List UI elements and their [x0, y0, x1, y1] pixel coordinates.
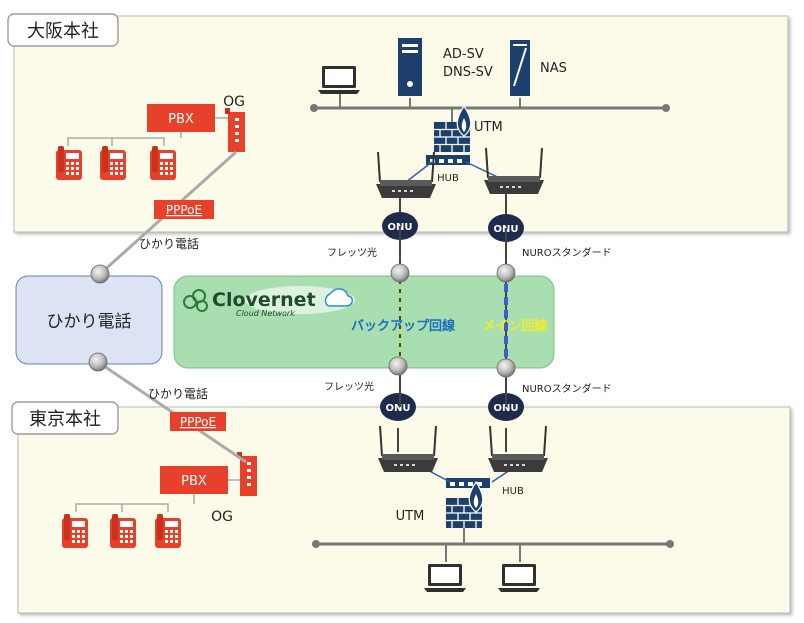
tokyo-phone-icon-3 — [155, 514, 181, 548]
tokyo-utm-label: UTM — [396, 509, 425, 524]
clovernet-subtitle: Cloud Network — [236, 309, 295, 318]
tokyo-pbx-box — [160, 466, 228, 494]
nas-icon — [510, 40, 530, 96]
osaka-pbx-label: PBX — [168, 112, 194, 127]
dns-server-label: DNS-SV — [443, 65, 493, 80]
nuro-node-bottom — [496, 358, 516, 378]
tokyo-pbx-label: PBX — [181, 474, 207, 489]
osaka-hub-label: HUB — [437, 173, 459, 184]
osaka-phone-icon-2 — [100, 146, 126, 180]
osaka-bus-end-right — [662, 104, 670, 112]
ad-server-icon — [398, 38, 422, 96]
osaka-og-label: OG — [223, 94, 245, 110]
tokyo-hikari-label: ひかり電話 — [148, 386, 208, 401]
tokyo-hub-icon — [446, 478, 490, 488]
osaka-bus-end-left — [310, 104, 318, 112]
backup-line-label: バックアップ回線 — [351, 318, 456, 334]
tokyo-pppoe-box — [170, 412, 226, 431]
tokyo-phone-icon-2 — [110, 514, 136, 548]
osaka-phone-icon-3 — [150, 146, 176, 180]
clovernet-title: Clovernet — [212, 289, 316, 311]
tokyo-phone-icon-1 — [62, 514, 88, 548]
osaka-flets-label: フレッツ光 — [327, 246, 377, 259]
osaka-pppoe-label: PPPoE — [166, 203, 202, 217]
osaka-utm-label: UTM — [474, 120, 503, 135]
tokyo-pppoe-label: PPPoE — [180, 415, 216, 429]
tokyo-flets-label: フレッツ光 — [324, 380, 374, 393]
tokyo-onu-right-label: ONU — [494, 403, 519, 414]
osaka-pppoe-box — [154, 200, 214, 219]
main-line-label: メイン回線 — [482, 318, 548, 334]
clovernet-logo-icon — [183, 286, 355, 314]
tokyo-onu-left-label: ONU — [386, 403, 411, 414]
tokyo-title-box — [11, 401, 119, 435]
osaka-phone-icon-1 — [56, 146, 82, 180]
hikari-node-top — [90, 264, 110, 284]
osaka-og-icon — [225, 108, 245, 152]
ad-server-label: AD-SV — [443, 47, 484, 62]
flets-node-bottom — [388, 356, 408, 376]
osaka-nuro-label: NUROスタンダード — [522, 246, 612, 259]
tokyo-title: 東京本社 — [29, 409, 101, 430]
tokyo-site-area — [17, 406, 791, 614]
osaka-hikari-label: ひかり電話 — [139, 236, 199, 251]
osaka-title-box — [7, 13, 119, 47]
nuro-node-top — [496, 263, 516, 283]
hikari-denwa-network-label: ひかり電話 — [47, 312, 132, 332]
flets-node-top — [390, 263, 410, 283]
osaka-title: 大阪本社 — [27, 21, 99, 42]
tokyo-hub-label: HUB — [502, 486, 524, 497]
tokyo-og-label: OG — [211, 509, 233, 525]
nas-label: NAS — [540, 61, 567, 76]
hikari-node-bottom — [88, 352, 108, 372]
osaka-pbx-box — [147, 104, 215, 132]
tokyo-nuro-label: NUROスタンダード — [522, 382, 612, 395]
